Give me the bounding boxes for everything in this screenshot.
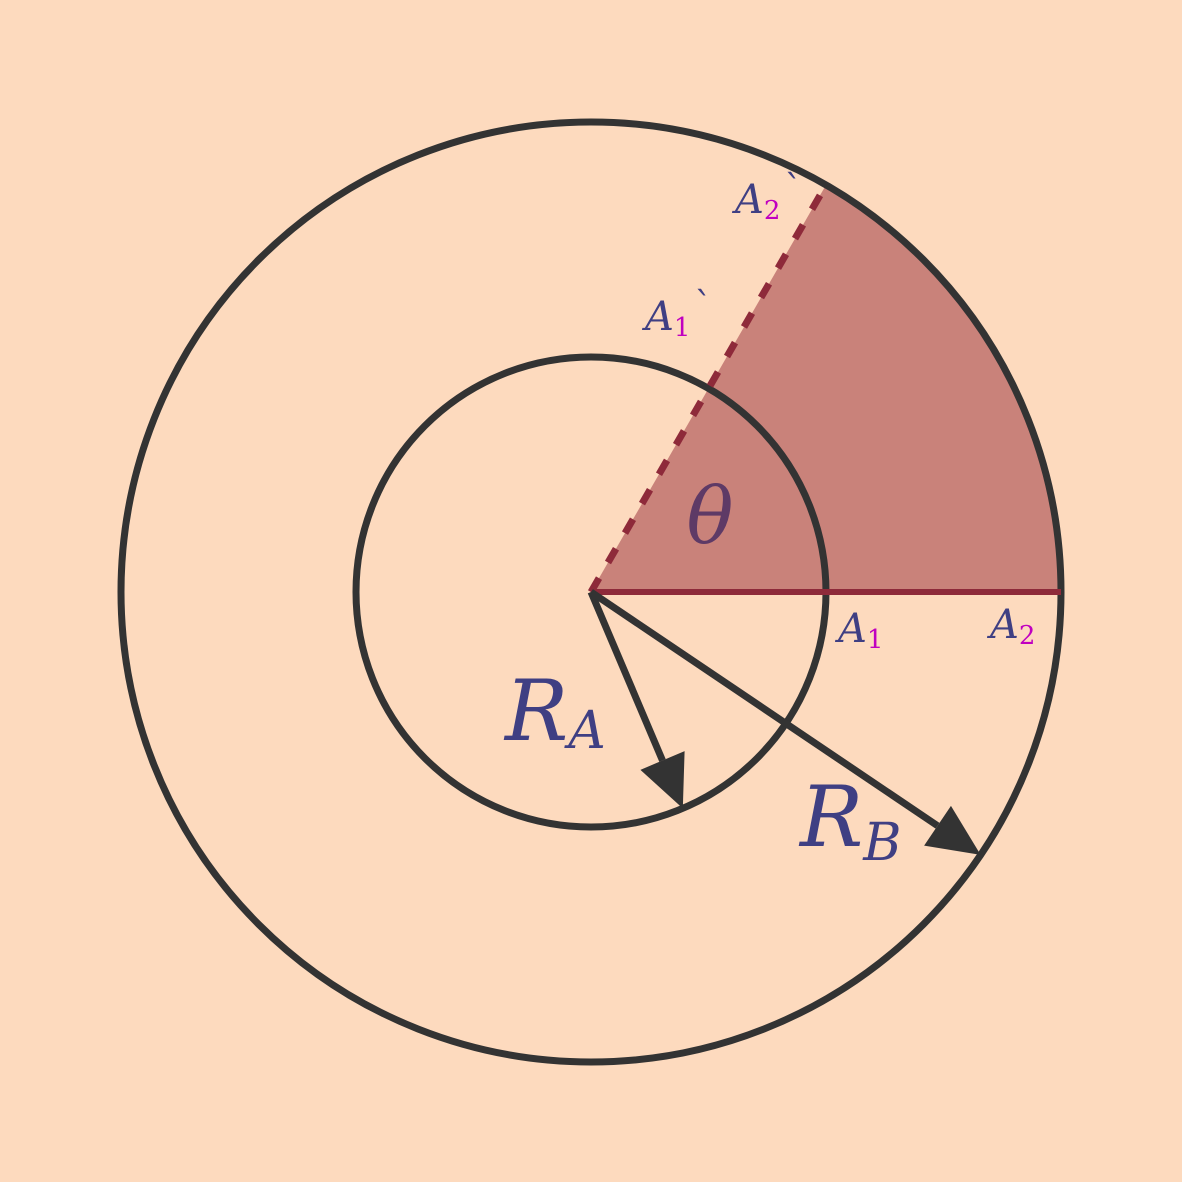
radius-b-arrowhead [924, 805, 981, 855]
radius-a-subscript: A [564, 701, 606, 761]
radius-a-label: RA [503, 662, 606, 761]
point-a2-prime-label: A2` [731, 169, 802, 226]
point-a2-prime-mark: ` [784, 169, 802, 210]
radius-a-arrow-shaft [587, 590, 666, 762]
point-a1-prime-letter: A [641, 294, 674, 340]
point-a1-prime-label: A1` [641, 286, 712, 343]
radius-b-subscript: B [862, 813, 901, 873]
theta-label: θ [687, 472, 734, 562]
radius-a-arrowhead [640, 751, 685, 809]
point-a1-subscript: 1 [867, 625, 884, 655]
radius-a-letter: R [503, 662, 568, 760]
point-a1-label: A1 [834, 606, 883, 655]
point-a1-prime-subscript: 1 [674, 313, 691, 343]
point-a2-letter: A [986, 602, 1019, 648]
point-a1-prime-mark: ` [694, 286, 712, 327]
radius-b-letter: R [798, 768, 863, 866]
radius-b-arrow-shaft [589, 589, 940, 829]
point-a1-letter: A [834, 606, 867, 652]
sector-rotated-radius [587, 183, 830, 594]
radius-b-label: RB [798, 768, 901, 873]
point-a2-prime-letter: A [731, 177, 764, 223]
shaded-sector [591, 184, 1061, 592]
point-a2-subscript: 2 [1019, 621, 1036, 651]
point-a2-label: A2 [986, 602, 1035, 651]
point-a2-prime-subscript: 2 [764, 196, 781, 226]
